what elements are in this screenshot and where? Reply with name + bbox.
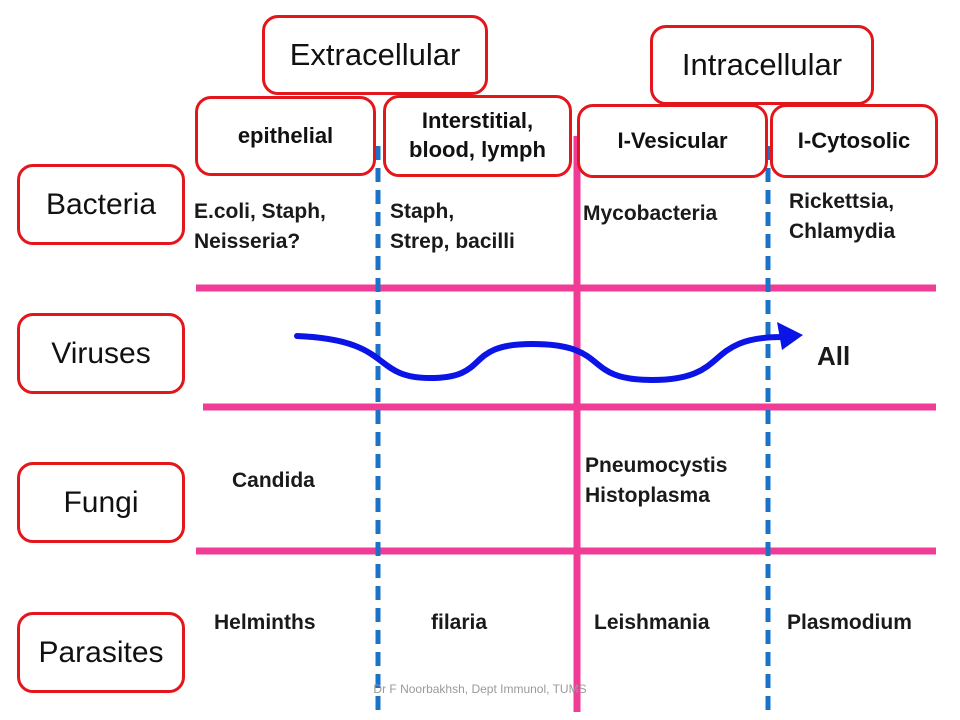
fungi-epithelial-text: Candida: [232, 469, 315, 492]
footer-credit: Dr F Noorbakhsh, Dept Immunol, TUMS: [373, 682, 587, 696]
parasites-row-header: Parasites: [17, 612, 185, 693]
fungi-vesicular-line-2: Histoplasma: [585, 483, 710, 507]
epithelial-label: epithelial: [237, 122, 334, 148]
virus-spread-arrow: [294, 333, 785, 384]
bacteria-cytosolic-line-1: Rickettsia,: [789, 190, 895, 213]
cytosolic-subheader: I-Cytosolic: [770, 104, 938, 178]
bacteria-epithelial-line-2: Neisseria?: [194, 229, 301, 253]
parasites-label: Parasites: [38, 635, 164, 669]
interstitial-subheader: Interstitial, blood, lymph: [383, 95, 572, 177]
fungi-row-header: Fungi: [17, 462, 185, 543]
arrowhead-icon: [777, 322, 803, 350]
parasites-vesicular-text: Leishmania: [594, 611, 710, 634]
bacteria-interstitial-cell: Staph, Strep, bacilli: [390, 197, 515, 257]
fungi-label: Fungi: [63, 485, 139, 519]
parasites-epithelial-text: Helminths: [214, 611, 316, 634]
fungi-epithelial-cell: Candida: [232, 466, 315, 496]
bacteria-interstitial-line-1: Staph,: [390, 200, 455, 223]
interstitial-label-line-1: Interstitial,: [421, 108, 534, 134]
bacteria-epithelial-cell: E.coli, Staph, Neisseria?: [194, 197, 326, 257]
viruses-label: Viruses: [51, 336, 151, 370]
bacteria-interstitial-line-2: Strep, bacilli: [390, 229, 515, 253]
bacteria-vesicular-line: Mycobacteria: [583, 202, 718, 225]
bacteria-cytosolic-cell: Rickettsia, Chlamydia: [789, 187, 895, 247]
parasites-interstitial-text: filaria: [431, 611, 488, 634]
parasites-vesicular-cell: Leishmania: [594, 608, 710, 638]
intracellular-label: Intracellular: [681, 47, 843, 82]
fungi-vesicular-line-1: Pneumocystis: [585, 454, 728, 477]
cytosolic-label: I-Cytosolic: [797, 127, 911, 153]
parasites-interstitial-cell: filaria: [431, 608, 487, 638]
bacteria-cytosolic-line-2: Chlamydia: [789, 219, 896, 243]
epithelial-subheader: epithelial: [195, 96, 376, 176]
fungi-vesicular-cell: Pneumocystis Histoplasma: [585, 451, 727, 511]
viruses-all-cell: All: [817, 338, 850, 375]
viruses-row-header: Viruses: [17, 313, 185, 394]
extracellular-header: Extracellular: [262, 15, 488, 95]
bacteria-epithelial-line-1: E.coli, Staph,: [194, 200, 326, 223]
interstitial-label: Interstitial, blood, lymph: [409, 107, 546, 164]
vesicular-subheader: I-Vesicular: [577, 104, 768, 178]
parasites-cytosolic-text: Plasmodium: [787, 611, 912, 634]
intracellular-header: Intracellular: [650, 25, 874, 105]
parasites-cytosolic-cell: Plasmodium: [787, 608, 912, 638]
bacteria-row-header: Bacteria: [17, 164, 185, 245]
bacteria-label: Bacteria: [45, 187, 157, 221]
parasites-epithelial-cell: Helminths: [214, 608, 316, 638]
vesicular-label: I-Vesicular: [617, 127, 728, 153]
interstitial-label-line-2: blood, lymph: [409, 137, 546, 162]
bacteria-vesicular-cell: Mycobacteria: [583, 199, 717, 229]
viruses-all-text: All: [817, 341, 851, 371]
extracellular-label: Extracellular: [289, 37, 461, 72]
